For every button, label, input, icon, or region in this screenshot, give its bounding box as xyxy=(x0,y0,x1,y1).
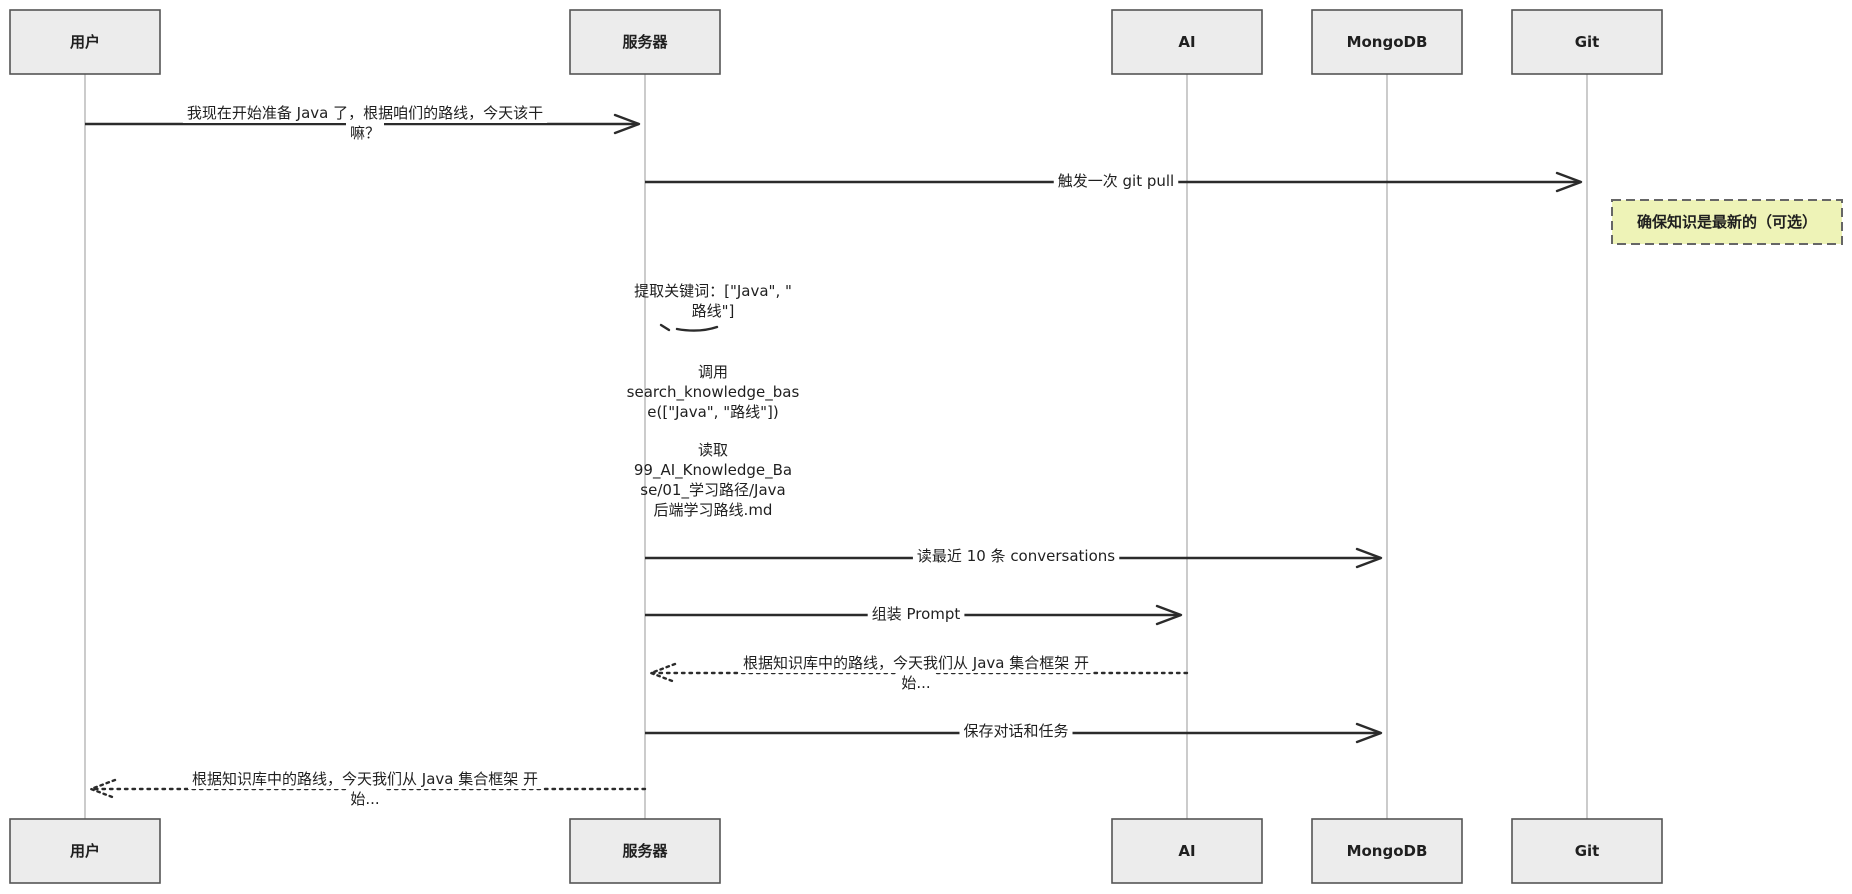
participant-box xyxy=(569,9,721,75)
participant-label: 服务器 xyxy=(622,33,668,51)
message-label-bg xyxy=(959,721,1073,741)
participant-server-bottom[interactable]: 服务器 xyxy=(569,818,721,884)
message-label-bg xyxy=(188,769,542,789)
message-label-bg xyxy=(346,789,384,809)
message-label-bg xyxy=(182,103,548,123)
message-arrow-head xyxy=(1555,171,1583,193)
participant-box xyxy=(1511,9,1663,75)
participant-ai-top[interactable]: AI xyxy=(1111,9,1263,75)
message-label-line: 始... xyxy=(901,674,930,692)
message-7: 组装 Prompt xyxy=(645,604,1183,626)
message-arrow-head xyxy=(1355,722,1383,744)
participant-server-top[interactable]: 服务器 xyxy=(569,9,721,75)
message-label-line: 调用 xyxy=(698,363,728,381)
message-label-bg xyxy=(912,546,1120,566)
participant-box xyxy=(1311,818,1463,884)
participant-mongodb-bottom[interactable]: MongoDB xyxy=(1311,818,1463,884)
message-3: 提取关键词：["Java", " 路线"] xyxy=(634,282,792,332)
participant-user-top[interactable]: 用户 xyxy=(9,9,161,75)
message-arrow-head xyxy=(613,113,641,135)
message-arrow-head xyxy=(1155,604,1183,626)
message-label-line: 99_AI_Knowledge_Ba xyxy=(634,461,792,480)
participant-git-top[interactable]: Git xyxy=(1511,9,1663,75)
participant-label: Git xyxy=(1575,842,1600,860)
note-git: 确保知识是最新的（可选） xyxy=(1611,199,1843,245)
message-label-line: 根据知识库中的路线，今天我们从 Java 集合框架 开 xyxy=(743,654,1089,672)
participant-label: 用户 xyxy=(70,842,100,860)
message-8: 根据知识库中的路线，今天我们从 Java 集合框架 开始... xyxy=(649,653,1189,693)
message-label-line: 始... xyxy=(350,790,379,808)
participant-label: AI xyxy=(1178,842,1195,860)
message-label-line: 组装 Prompt xyxy=(872,605,961,623)
note-box xyxy=(1611,199,1843,245)
message-label-bg xyxy=(345,123,385,143)
note-text: 确保知识是最新的（可选） xyxy=(1637,213,1817,231)
message-label-line: 路线"] xyxy=(692,302,735,320)
message-label-line: search_knowledge_bas xyxy=(627,383,800,402)
participant-git-bottom[interactable]: Git xyxy=(1511,818,1663,884)
message-arrow-head xyxy=(89,778,117,800)
message-label-bg xyxy=(867,604,965,624)
participant-label: 用户 xyxy=(70,33,100,51)
message-2: 触发一次 git pull xyxy=(645,171,1583,193)
participant-box xyxy=(569,818,721,884)
message-label-line: 读最近 10 条 conversations xyxy=(917,547,1115,565)
message-label-line: 读取 xyxy=(698,441,728,459)
participant-box xyxy=(1111,818,1263,884)
message-label-bg xyxy=(1053,171,1179,191)
participant-user-bottom[interactable]: 用户 xyxy=(9,818,161,884)
self-call-arrow xyxy=(659,323,719,332)
message-label-line: 保存对话和任务 xyxy=(963,722,1068,740)
message-arrow-head xyxy=(649,662,677,684)
message-label-bg xyxy=(739,653,1093,673)
message-label-bg xyxy=(897,673,935,693)
participant-label: 服务器 xyxy=(622,842,668,860)
message-arrow-head xyxy=(1355,547,1383,569)
message-label-line: 根据知识库中的路线，今天我们从 Java 集合框架 开 xyxy=(192,770,538,788)
message-10: 根据知识库中的路线，今天我们从 Java 集合框架 开始... xyxy=(89,769,647,809)
message-label-line: se/01_学习路径/Java xyxy=(640,481,785,500)
participant-ai-bottom[interactable]: AI xyxy=(1111,818,1263,884)
message-label-line: 触发一次 git pull xyxy=(1058,172,1174,190)
participant-box xyxy=(1111,9,1263,75)
message-9: 保存对话和任务 xyxy=(645,721,1383,744)
participant-box xyxy=(1311,9,1463,75)
participant-label: MongoDB xyxy=(1347,33,1428,51)
participant-label: MongoDB xyxy=(1347,842,1428,860)
participant-box xyxy=(9,818,161,884)
message-6: 读最近 10 条 conversations xyxy=(645,546,1383,569)
participant-box xyxy=(9,9,161,75)
participant-label: AI xyxy=(1178,33,1195,51)
message-label-line: e(["Java", "路线"]) xyxy=(647,403,778,421)
message-5: 读取 99_AI_Knowledge_Base/01_学习路径/Java后端学习路… xyxy=(634,441,792,519)
participant-mongodb-top[interactable]: MongoDB xyxy=(1311,9,1463,75)
message-label-line: 我现在开始准备 Java 了，根据咱们的路线，今天该干 xyxy=(187,104,543,122)
message-label-line: 后端学习路线.md xyxy=(654,501,773,519)
message-label-line: 嘛？ xyxy=(350,124,380,142)
participant-label: Git xyxy=(1575,33,1600,51)
message-label-line: 提取关键词：["Java", " xyxy=(634,282,792,300)
participant-box xyxy=(1511,818,1663,884)
